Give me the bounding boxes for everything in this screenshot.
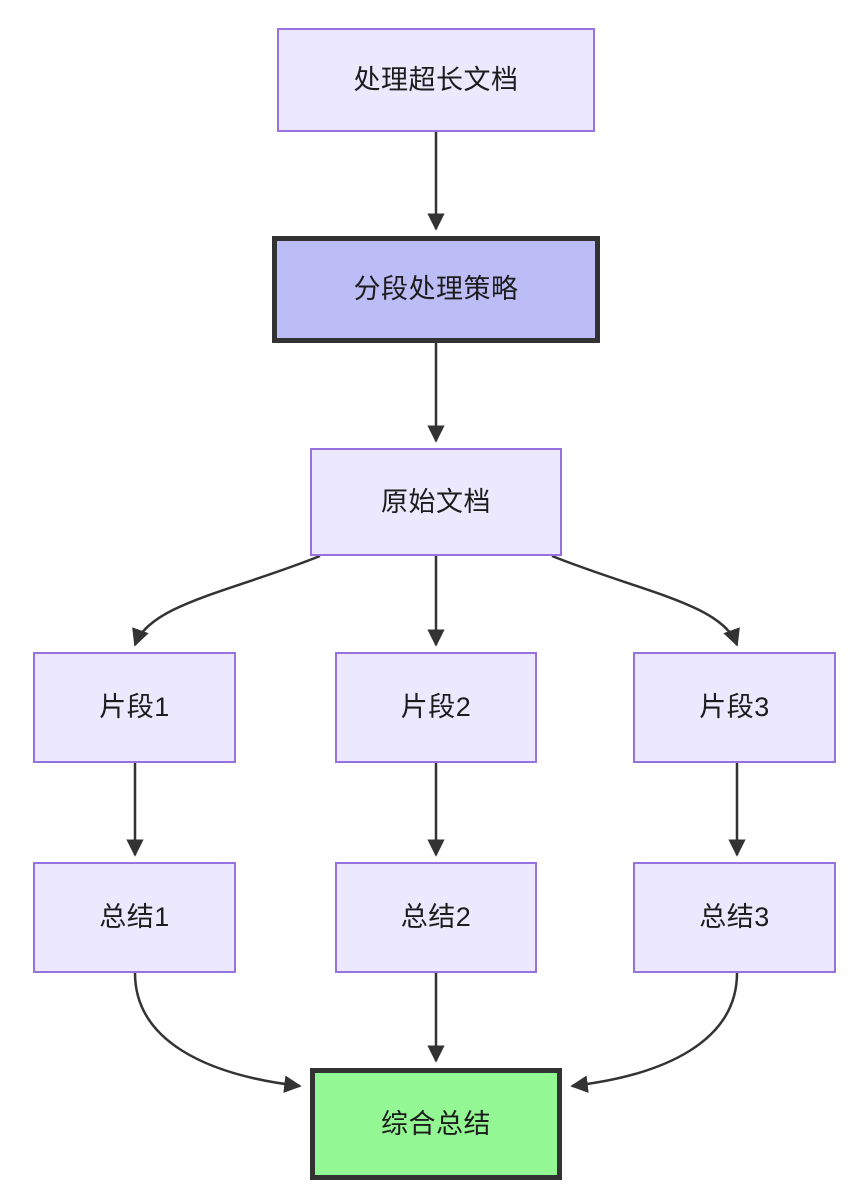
node-label: 原始文档 [381,486,491,517]
node-label: 总结1 [99,902,170,933]
node-label: 片段2 [400,692,472,723]
node-fragment-2[interactable]: 片段2 [335,652,537,763]
node-label: 片段3 [699,692,770,723]
node-fragment-3[interactable]: 片段3 [633,652,836,763]
node-label: 片段1 [99,692,170,723]
edge-n7-n10 [133,972,302,1093]
node-fragment-1[interactable]: 片段1 [33,652,236,763]
node-label: 总结2 [400,902,472,933]
node-label: 总结3 [699,902,770,933]
edge-n9-n10 [570,972,739,1093]
node-label: 综合总结 [381,1108,491,1139]
node-original-document[interactable]: 原始文档 [310,448,562,556]
node-summary-1[interactable]: 总结1 [33,862,236,973]
node-chunking-strategy[interactable]: 分段处理策略 [272,236,600,343]
node-label: 分段处理策略 [353,274,519,305]
node-summary-3[interactable]: 总结3 [633,862,836,973]
edge-n3-n4 [132,554,321,647]
node-label: 处理超长文档 [353,64,519,95]
node-comprehensive-summary[interactable]: 综合总结 [310,1068,562,1180]
node-process-long-document[interactable]: 处理超长文档 [277,28,595,132]
node-summary-2[interactable]: 总结2 [335,862,537,973]
edge-n3-n6 [551,554,740,647]
